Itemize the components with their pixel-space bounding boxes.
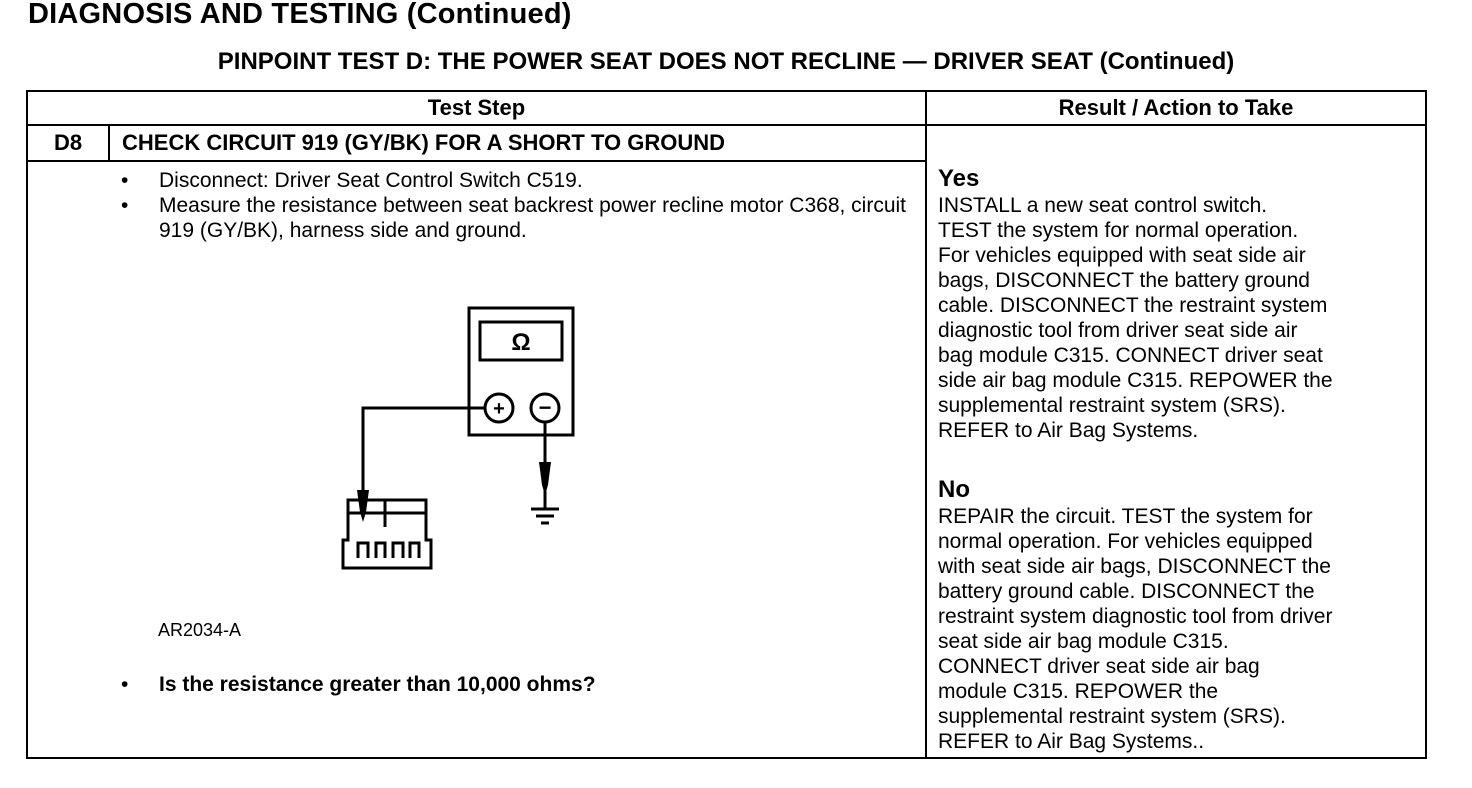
- result-line: seat side air bag module C315.: [938, 630, 1229, 653]
- result-yes-label: Yes: [938, 165, 980, 192]
- test-question: • Is the resistance greater than 10,000 …: [118, 673, 596, 697]
- table-border-left: [26, 90, 28, 759]
- table-border-step-id: [108, 124, 110, 162]
- instruction-text: Disconnect: Driver Seat Control Switch C…: [159, 169, 583, 192]
- plus-symbol: +: [493, 398, 505, 420]
- ohmmeter-display: [478, 320, 564, 362]
- table-border-header: [26, 124, 1427, 126]
- result-line: diagnostic tool from driver seat side ai…: [938, 319, 1298, 342]
- result-line: REFER to Air Bag Systems..: [938, 730, 1205, 753]
- result-line: bag module C315. CONNECT driver seat: [938, 344, 1323, 367]
- table-border-middle: [925, 90, 927, 759]
- table-border-bottom: [26, 757, 1427, 759]
- result-line: REPAIR the circuit. TEST the system for: [938, 505, 1313, 528]
- result-line: module C315. REPOWER the: [938, 680, 1219, 703]
- ohmmeter-diagram: Ω + −: [341, 306, 575, 570]
- step-title: CHECK CIRCUIT 919 (GY/BK) FOR A SHORT TO…: [122, 130, 725, 155]
- negative-probe: [539, 462, 551, 495]
- result-no: No REPAIR the circuit. TEST the system f…: [938, 476, 1426, 754]
- table-border-right: [1425, 90, 1427, 759]
- result-yes: Yes INSTALL a new seat control switch. T…: [938, 165, 1426, 443]
- result-line: For vehicles equipped with seat side air: [938, 244, 1306, 267]
- result-line: REFER to Air Bag Systems.: [938, 419, 1199, 442]
- minus-symbol: −: [539, 395, 552, 420]
- header-test-step: Test Step: [427, 95, 526, 120]
- question-text: Is the resistance greater than 10,000 oh…: [159, 673, 596, 696]
- result-line: with seat side air bags, DISCONNECT the: [938, 555, 1331, 578]
- result-line: bags, DISCONNECT the battery ground: [938, 269, 1310, 292]
- result-line: normal operation. For vehicles equipped: [938, 530, 1313, 553]
- bullet: •: [121, 169, 129, 192]
- step-instructions: • Disconnect: Driver Seat Control Switch…: [118, 168, 908, 243]
- result-line: battery ground cable. DISCONNECT the: [938, 580, 1315, 603]
- bullet: •: [121, 194, 129, 217]
- header-result: Result / Action to Take: [1058, 95, 1294, 120]
- list-item: • Measure the resistance between seat ba…: [118, 193, 908, 243]
- list-item: • Disconnect: Driver Seat Control Switch…: [118, 168, 908, 193]
- instruction-text: Measure the resistance between seat back…: [159, 194, 907, 242]
- positive-probe: [357, 490, 369, 522]
- pinpoint-test-title: PINPOINT TEST D: THE POWER SEAT DOES NOT…: [217, 48, 1235, 75]
- table-border-step: [26, 160, 926, 162]
- positive-lead: [361, 406, 485, 495]
- result-line: restraint system diagnostic tool from dr…: [938, 605, 1333, 628]
- result-line: INSTALL a new seat control switch.: [938, 194, 1268, 217]
- result-line: TEST the system for normal operation.: [938, 219, 1299, 242]
- step-id: D8: [53, 130, 83, 155]
- ohmmeter-body: [467, 306, 575, 437]
- bullet: •: [121, 673, 129, 696]
- page-title: DIAGNOSIS AND TESTING (Continued): [28, 0, 572, 30]
- table-border-top: [26, 90, 1427, 92]
- figure-id: AR2034-A: [158, 620, 242, 640]
- result-line: supplemental restraint system (SRS).: [938, 394, 1286, 417]
- result-line: supplemental restraint system (SRS).: [938, 705, 1286, 728]
- result-line: CONNECT driver seat side air bag: [938, 655, 1260, 678]
- result-line: side air bag module C315. REPOWER the: [938, 369, 1333, 392]
- result-line: cable. DISCONNECT the restraint system: [938, 294, 1328, 317]
- result-no-label: No: [938, 476, 970, 503]
- ohm-symbol: Ω: [511, 329, 530, 356]
